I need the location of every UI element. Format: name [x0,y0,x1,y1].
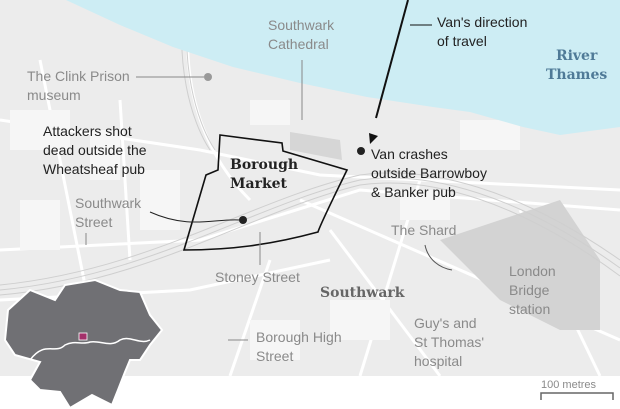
scale-bar [540,392,614,400]
label-line: Attackers shot [43,123,132,139]
label-line: station [509,301,551,317]
label-line: St Thomas' [414,334,485,350]
label-southwark: Southwark [320,285,405,301]
label-line: Thames [546,67,608,83]
label-line: dead outside the [43,142,147,158]
label-line: Van crashes [371,146,448,162]
label-line: London [509,263,556,279]
inset-river [29,337,151,361]
label-line: Southwark [268,17,335,33]
label-line: River [555,48,598,64]
inset-location-marker [78,332,88,341]
label-line: museum [27,87,81,103]
van-route [375,0,409,119]
label-the-shard: The Shard [391,222,457,238]
van-crash-dot [357,147,365,155]
london-bridge-station-area [440,200,600,330]
london-inset-map [3,278,164,409]
label-line: hospital [414,353,463,369]
clink-dot [204,73,212,81]
label-line: Cathedral [268,36,329,52]
label-stoney-street: Stoney Street [215,269,300,285]
label-line: & Banker pub [371,184,456,200]
label-line: Market [230,176,288,192]
label-line: Borough [230,157,299,173]
cathedral-building [290,132,342,160]
label-line: outside Barrowboy [371,165,487,181]
river-thames [66,0,620,135]
label-line: Street [256,348,294,364]
label-van-direction: Van's direction of travel [437,13,527,51]
label-clink-prison: The Clink Prison museum [27,67,130,105]
label-line: Borough High [256,329,342,345]
london-outline [3,278,164,409]
label-line: The Clink Prison [27,68,130,84]
attackers-leader [149,211,241,223]
label-van-crash: Van crashes outside Barrowboy & Banker pub [371,145,487,202]
scale-label: 100 metres [541,379,597,391]
shard-leader [424,244,453,271]
label-line: Van's direction [437,14,528,30]
label-line: Street [75,214,113,230]
label-line: Wheatsheaf pub [43,161,145,177]
label-line: Southwark [75,195,142,211]
label-line: Bridge [509,282,550,298]
label-guys-hospital: Guy's and St Thomas' hospital [414,314,484,371]
van-direction-arrow-icon [369,133,378,144]
borough-market-boundary [182,134,349,251]
attackers-dot [239,216,247,224]
label-line: Guy's and [414,315,477,331]
rail-lines [0,0,620,296]
label-line: of travel [437,33,487,49]
